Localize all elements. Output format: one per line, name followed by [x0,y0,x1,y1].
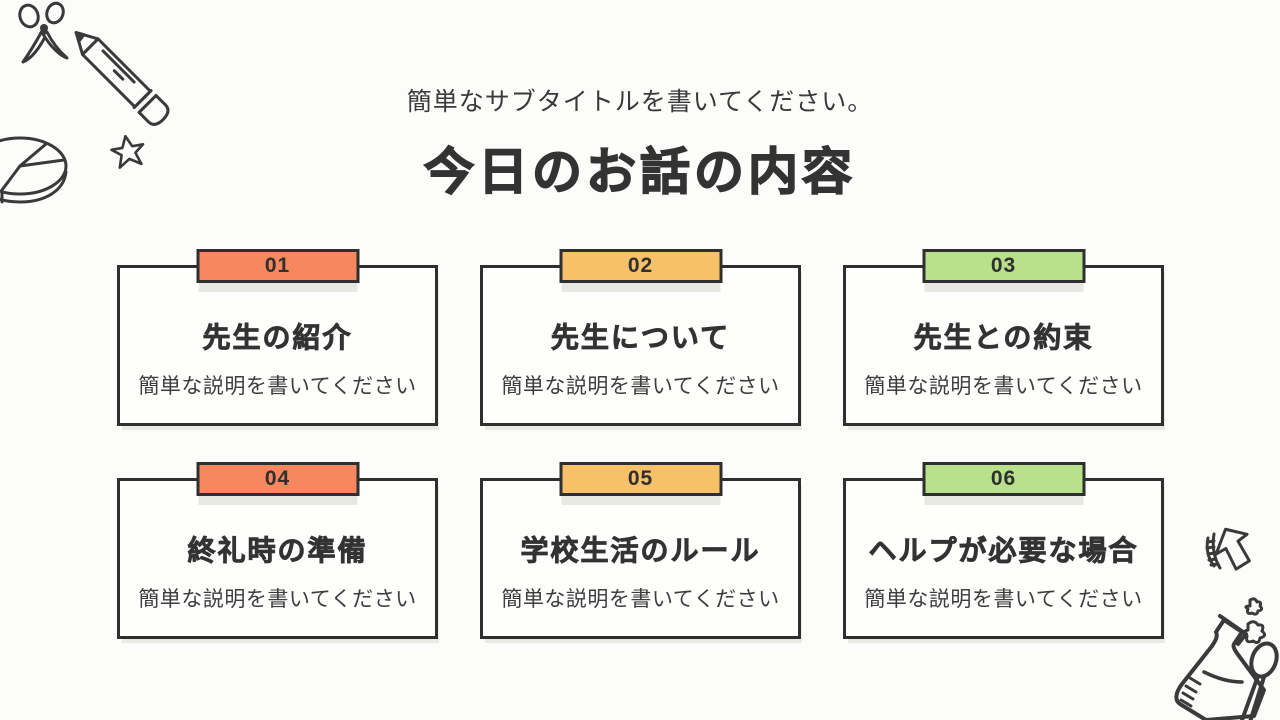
slide-title: 今日のお話の内容 [423,143,856,201]
topic-card-1: 01 先生の紹介 簡単な説明を書いてください [117,249,438,426]
topic-card-6: 06 ヘルプが必要な場合 簡単な説明を書いてください [843,462,1164,639]
topic-title: 終礼時の準備 [187,534,368,566]
topic-card-5: 05 学校生活のルール 簡単な説明を書いてください [480,462,801,639]
topic-title: 学校生活のルール [520,534,761,566]
slide-subtitle: 簡単なサブタイトルを書いてください。 [406,88,874,116]
topic-number-badge: 04 [196,462,359,496]
topic-description: 簡単な説明を書いてください [138,587,417,611]
sparkle-puffs-icon [1230,597,1274,650]
topic-description: 簡単な説明を書いてください [501,587,780,611]
topic-title: 先生との約束 [913,321,1094,353]
flask-and-swab-icon [1146,608,1280,720]
topics-grid: 01 先生の紹介 簡単な説明を書いてください 02 先生について 簡単な説明を書… [117,249,1165,639]
topic-title: 先生について [550,321,731,353]
topic-description: 簡単な説明を書いてください [864,587,1143,611]
topic-card-2: 02 先生について 簡単な説明を書いてください [480,249,801,426]
topic-number-badge: 03 [922,249,1085,283]
topic-description: 簡単な説明を書いてください [864,374,1143,398]
topic-number-badge: 06 [922,462,1085,496]
topic-number-badge: 01 [196,249,359,283]
topic-card-4: 04 終礼時の準備 簡単な説明を書いてください [117,462,438,639]
topic-number-badge: 02 [559,249,722,283]
topic-card-3: 03 先生との約束 簡単な説明を書いてください [843,249,1164,426]
topic-description: 簡単な説明を書いてください [501,374,780,398]
topic-number-badge: 05 [559,462,722,496]
topic-description: 簡単な説明を書いてください [138,374,417,398]
topic-title: ヘルプが必要な場合 [868,534,1139,566]
slide-header: 簡単なサブタイトルを書いてください。 今日のお話の内容 [0,0,1280,204]
topic-title: 先生の紹介 [202,321,353,353]
arrow-doodle-icon [1198,524,1260,586]
